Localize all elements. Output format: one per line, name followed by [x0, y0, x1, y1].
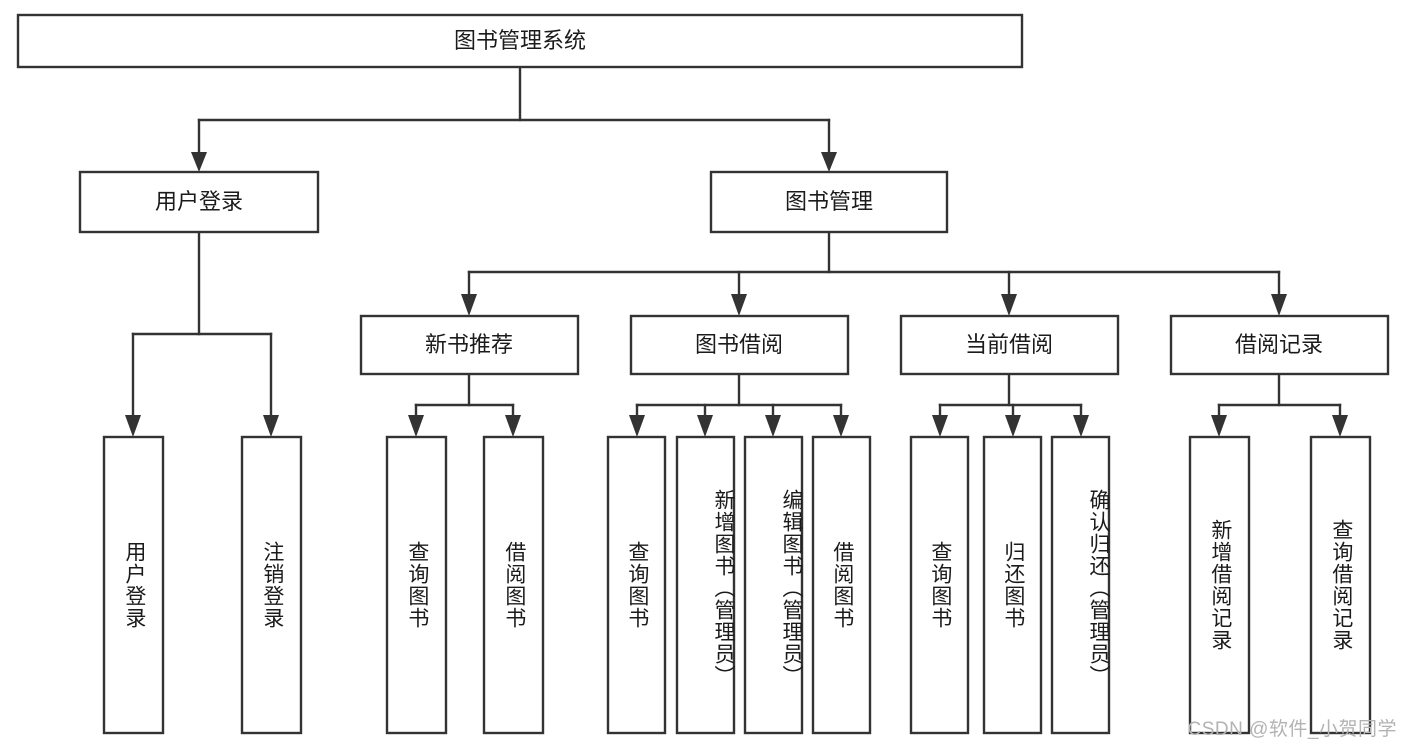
arrow-head-leaf-query-book-3 [932, 415, 948, 437]
arrow-head-leaf-query-book-2 [629, 415, 645, 437]
node-leaf-borrow-book-2-box[interactable] [811, 435, 872, 735]
node-root-label: 图书管理系统 [454, 28, 586, 53]
node-leaf-logout-box[interactable] [240, 435, 303, 735]
node-current-borrow-box[interactable] [899, 314, 1120, 376]
arrow-head-book-borrow [731, 294, 747, 316]
node-user-login-label: 用户登录 [155, 189, 243, 214]
node-book-borrow-label: 图书借阅 [695, 332, 783, 357]
arrow-head-user-login [191, 152, 207, 172]
node-leaf-user-login-box[interactable] [102, 435, 165, 735]
node-leaf-add-book-box[interactable] [675, 435, 736, 735]
arrow-head-leaf-borrow-book-2 [833, 415, 849, 437]
arrow-head-leaf-query-book-1 [408, 415, 424, 437]
node-book-manage[interactable]: 图书管理 [709, 170, 949, 234]
node-current-borrow[interactable]: 当前借阅 [899, 314, 1120, 376]
node-new-book-rec-label: 新书推荐 [425, 332, 513, 357]
node-book-manage-label: 图书管理 [785, 189, 873, 214]
node-new-book-rec-box[interactable] [359, 314, 580, 376]
node-borrow-record-label: 借阅记录 [1235, 332, 1323, 357]
arrow-head-current-borrow [1001, 294, 1017, 316]
node-leaf-edit-book-box[interactable] [743, 435, 804, 735]
node-leaf-query-book-2-box[interactable] [606, 435, 667, 735]
arrow-head-leaf-logout [263, 415, 279, 437]
node-borrow-record-box[interactable] [1169, 314, 1390, 376]
arrow-head-borrow-record [1271, 294, 1287, 316]
node-leaf-confirm-return-box[interactable] [1050, 435, 1111, 735]
leaf-layer [102, 435, 1372, 735]
arrow-head-book-manage [821, 152, 837, 172]
arrow-head-new-book-rec [461, 294, 477, 316]
arrow-head-leaf-return-book [1005, 415, 1021, 437]
node-leaf-borrow-book-1-box[interactable] [482, 435, 545, 735]
arrow-head-leaf-add-book [697, 415, 713, 437]
node-user-login-box[interactable] [78, 170, 320, 234]
arrow-head-leaf-edit-book [765, 415, 781, 437]
arrow-head-leaf-add-record [1211, 415, 1227, 437]
arrow-head-leaf-user-login [125, 415, 141, 437]
arrow-head-leaf-query-record [1332, 415, 1348, 437]
node-book-borrow-box[interactable] [629, 314, 850, 376]
node-book-borrow[interactable]: 图书借阅 [629, 314, 850, 376]
node-borrow-record[interactable]: 借阅记录 [1169, 314, 1390, 376]
node-new-book-rec[interactable]: 新书推荐 [359, 314, 580, 376]
connector-layer [125, 65, 1348, 437]
node-leaf-query-book-3-box[interactable] [909, 435, 970, 735]
watermark-text: CSDN @软件_小贺同学 [1187, 719, 1397, 740]
node-user-login[interactable]: 用户登录 [78, 170, 320, 234]
node-root[interactable]: 图书管理系统 [16, 13, 1024, 69]
node-leaf-query-record-box[interactable] [1309, 435, 1372, 735]
arrow-head-leaf-borrow-book-1 [505, 415, 521, 437]
node-book-manage-box[interactable] [709, 170, 949, 234]
node-leaf-query-book-1-box[interactable] [385, 435, 448, 735]
node-leaf-return-book-box[interactable] [982, 435, 1043, 735]
node-root-box[interactable] [16, 13, 1024, 69]
node-current-borrow-label: 当前借阅 [965, 332, 1053, 357]
node-leaf-add-record-box[interactable] [1188, 435, 1251, 735]
arrow-head-leaf-confirm-return [1073, 415, 1089, 437]
